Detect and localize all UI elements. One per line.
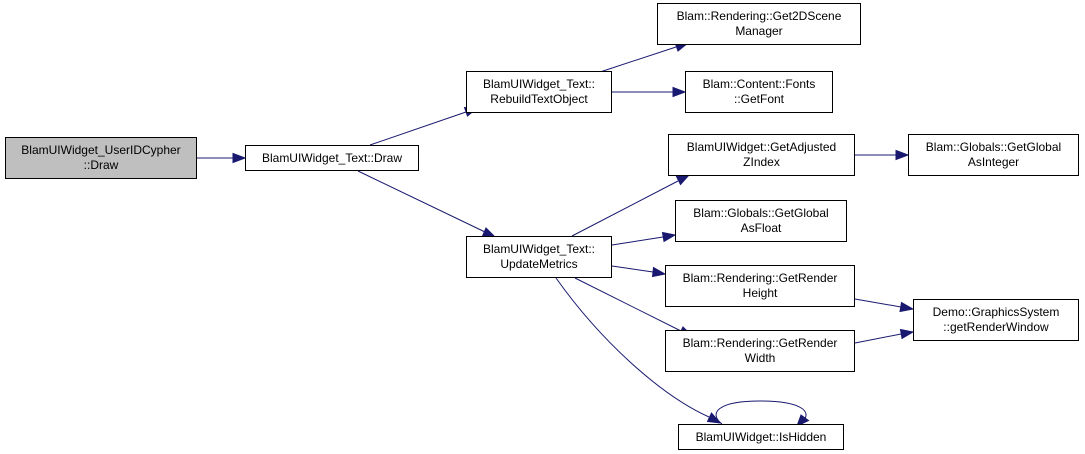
edge-update-to-global-as-float (611, 231, 677, 246)
edge-rebuild-to-get-font (612, 86, 687, 98)
node-text-draw[interactable]: BlamUIWidget_Text::Draw (245, 145, 419, 171)
node-label-line: Manager (735, 24, 783, 38)
node-label-line: ::GetFont (733, 92, 785, 106)
node-label-line: BlamUIWidget_Text::Draw (261, 150, 403, 165)
node-label-line: BlamUIWidget::IsHidden (695, 429, 827, 444)
edge-text-draw-to-rebuild (369, 106, 479, 146)
node-label-line: Width (744, 351, 776, 365)
node-get-render-height[interactable]: Blam::Rendering::GetRender Height (665, 265, 855, 307)
edge-render-height-to-render-window (854, 298, 915, 313)
node-label-line: BlamUIWidget_UserIDCypher (21, 143, 181, 157)
node-label-line: AsFloat (740, 221, 782, 235)
node-label-line: ::Draw (83, 158, 119, 172)
node-update-metrics[interactable]: BlamUIWidget_Text:: UpdateMetrics (466, 236, 612, 278)
node-get-render-width[interactable]: Blam::Rendering::GetRender Width (665, 330, 855, 372)
node-label-line: UpdateMetrics (500, 257, 578, 271)
edge-update-to-adjusted-zindex (571, 174, 691, 237)
node-label-line: RebuildTextObject (490, 92, 588, 106)
node-label-line: Blam::Rendering::Get2DScene (676, 9, 842, 23)
node-get-adjusted-zindex[interactable]: BlamUIWidget::GetAdjusted ZIndex (668, 134, 855, 176)
node-label-line: Blam::Content::Fonts (702, 77, 816, 91)
edge-zindex-to-global-as-integer (855, 149, 910, 161)
edge-text-draw-to-update-metrics (357, 170, 497, 238)
edge-update-to-is-hidden (555, 277, 722, 424)
edge-rebuild-to-2d-scene (599, 41, 690, 73)
node-label-line: Height (742, 286, 778, 300)
node-label-line: BlamUIWidget_Text:: (482, 242, 596, 256)
node-label-line: Blam::Globals::GetGlobal (925, 140, 1062, 154)
node-rebuild-text-object[interactable]: BlamUIWidget_Text:: RebuildTextObject (466, 71, 612, 113)
node-get-global-as-float[interactable]: Blam::Globals::GetGlobal AsFloat (675, 200, 847, 242)
node-is-hidden[interactable]: BlamUIWidget::IsHidden (678, 424, 844, 450)
node-label-line: AsInteger (967, 155, 1020, 169)
node-label-line: ZIndex (743, 155, 780, 169)
node-get-font[interactable]: Blam::Content::Fonts ::GetFont (685, 71, 833, 113)
node-get-global-as-integer[interactable]: Blam::Globals::GetGlobal AsInteger (908, 134, 1079, 176)
edge-usercypher-to-text-draw (197, 152, 247, 164)
node-get-render-window[interactable]: Demo::GraphicsSystem ::getRenderWindow (913, 299, 1079, 341)
node-label-line: Demo::GraphicsSystem (932, 305, 1060, 319)
node-label-line: ::getRenderWindow (943, 320, 1049, 334)
edge-render-width-to-render-window (854, 328, 915, 344)
node-usercypher-draw: BlamUIWidget_UserIDCypher ::Draw (5, 137, 197, 179)
node-label-line: Blam::Globals::GetGlobal (693, 206, 829, 220)
node-get-2d-scene-manager[interactable]: Blam::Rendering::Get2DScene Manager (657, 3, 861, 45)
edge-is-hidden-self-loop (715, 400, 810, 427)
node-label-line: Blam::Rendering::GetRender (682, 336, 838, 350)
node-label-line: BlamUIWidget::GetAdjusted (686, 140, 837, 154)
node-label-line: BlamUIWidget_Text:: (482, 77, 596, 91)
edge-update-to-render-height (611, 265, 667, 278)
node-label-line: Blam::Rendering::GetRender (682, 271, 838, 285)
